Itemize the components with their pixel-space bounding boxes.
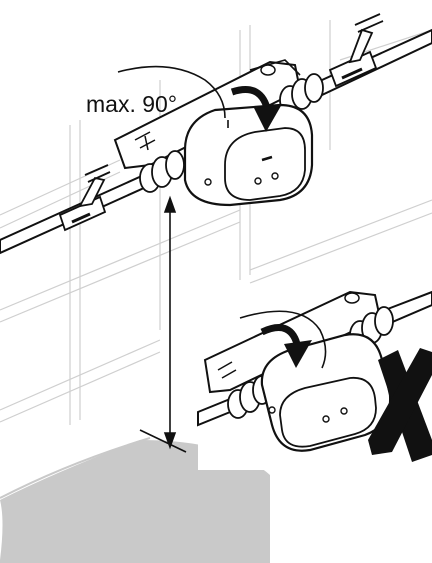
lower-device-face [279,376,377,448]
left-shutoff-valve [58,164,111,232]
incorrect-installation [197,270,432,470]
correct-installation: max. 90° [0,13,432,255]
upper-cable [117,65,226,119]
wall-tile-grid [0,20,432,425]
rotation-arrow-icon [230,86,282,132]
upper-device-face [224,127,306,201]
rotation-limit-label: max. 90° [86,91,177,117]
bracket-hole [260,64,276,76]
upper-status-light [254,177,262,185]
upper-left-fitting [139,150,185,193]
upper-indicator-dot [204,178,212,186]
dimension-arrow-icon [139,195,187,453]
cross-mark-icon [368,348,432,462]
upper-button [271,172,279,180]
lower-rotation-arrow-icon [260,324,312,368]
right-shutoff-valve [328,13,384,88]
floor-edge [0,437,151,499]
floor-surface [0,440,270,563]
lower-cable [239,310,327,369]
